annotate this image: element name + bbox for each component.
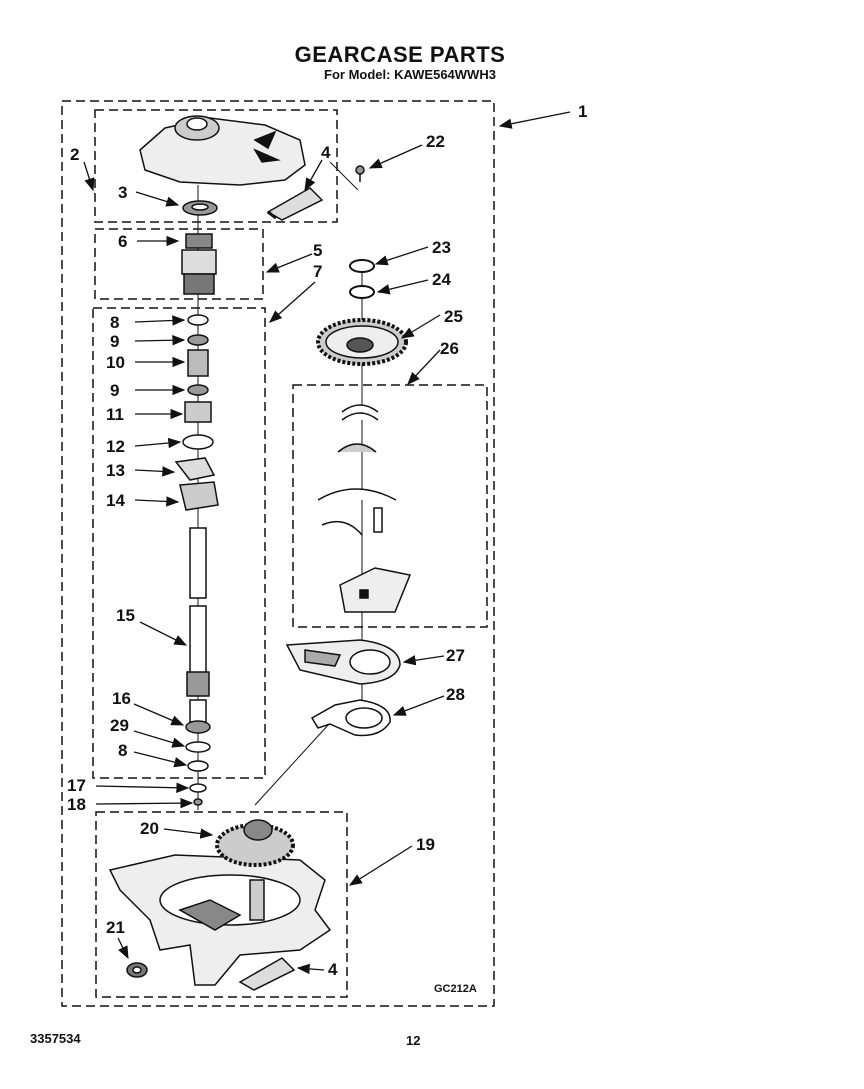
group-box-7 bbox=[92, 307, 266, 779]
callout-1: 1 bbox=[578, 102, 587, 121]
leader-12 bbox=[134, 437, 182, 449]
callout-9a: 9 bbox=[110, 332, 119, 351]
leader-23 bbox=[374, 246, 429, 266]
callout-10: 10 bbox=[106, 353, 125, 372]
bearing-part bbox=[182, 200, 218, 216]
lower-washers-parts bbox=[185, 720, 211, 806]
leader-17 bbox=[95, 782, 190, 793]
leader-20 bbox=[163, 828, 214, 839]
shift-fork-part bbox=[310, 699, 391, 737]
callout-14: 14 bbox=[106, 491, 125, 510]
washer-parts bbox=[349, 259, 375, 299]
lubricant-tube-lower-part bbox=[238, 957, 296, 991]
leader-4a bbox=[304, 159, 323, 192]
callout-8a: 8 bbox=[110, 313, 119, 332]
callout-26: 26 bbox=[440, 339, 459, 358]
group-box-2 bbox=[94, 109, 338, 223]
leader-8a bbox=[134, 315, 186, 326]
callout-7: 7 bbox=[313, 262, 322, 281]
group-box-26 bbox=[292, 384, 488, 628]
leader-1 bbox=[498, 111, 571, 129]
callout-27: 27 bbox=[446, 646, 465, 665]
callout-28: 28 bbox=[446, 685, 465, 704]
diagram-code: GC212A bbox=[434, 983, 477, 995]
leader-2 bbox=[83, 161, 95, 192]
doc-number: 3357534 bbox=[30, 1031, 81, 1046]
leader-28 bbox=[392, 695, 445, 716]
callout-9b: 9 bbox=[110, 381, 119, 400]
callout-20: 20 bbox=[140, 819, 159, 838]
page-number: 12 bbox=[406, 1033, 421, 1048]
callout-13: 13 bbox=[106, 461, 125, 480]
shifter-assembly-part bbox=[317, 404, 412, 613]
callout-12: 12 bbox=[106, 437, 125, 456]
callout-4a: 4 bbox=[321, 143, 331, 162]
leader-9a bbox=[134, 335, 186, 346]
leader-4b bbox=[296, 963, 325, 975]
callout-23: 23 bbox=[432, 238, 451, 257]
callout-19: 19 bbox=[416, 835, 435, 854]
gearcase-cover-part bbox=[139, 115, 306, 186]
group-box-5 bbox=[94, 228, 264, 300]
drive-gear-part bbox=[316, 318, 408, 366]
leader-27 bbox=[402, 655, 445, 666]
callout-4b: 4 bbox=[328, 960, 338, 979]
screw-part bbox=[355, 165, 365, 182]
callout-17: 17 bbox=[67, 776, 86, 795]
leader-29 bbox=[133, 730, 186, 748]
callout-6: 6 bbox=[118, 232, 127, 251]
gearcase-housing-part bbox=[108, 854, 332, 986]
leader-16 bbox=[133, 703, 185, 726]
callout-29: 29 bbox=[110, 716, 129, 735]
callout-24: 24 bbox=[432, 270, 451, 289]
callout-3: 3 bbox=[118, 183, 127, 202]
leader-25 bbox=[400, 314, 441, 339]
leader-22 bbox=[368, 144, 423, 169]
leader-24 bbox=[376, 279, 429, 295]
callout-21: 21 bbox=[106, 918, 125, 937]
leader-7 bbox=[269, 281, 316, 323]
callout-22: 22 bbox=[426, 132, 445, 151]
leader-26 bbox=[407, 349, 441, 385]
leader-13 bbox=[134, 466, 176, 477]
page-title: GEARCASE PARTS bbox=[294, 42, 506, 67]
leader-5 bbox=[265, 253, 313, 273]
seal-part bbox=[126, 962, 148, 978]
agitator-shaft-part bbox=[186, 527, 210, 723]
callout-16: 16 bbox=[112, 689, 131, 708]
leader-19 bbox=[348, 845, 413, 886]
callout-11: 11 bbox=[106, 405, 124, 424]
leader-8b bbox=[133, 751, 188, 768]
leader-21 bbox=[117, 937, 129, 960]
housing-gear-part bbox=[215, 819, 295, 867]
model-subtitle: For Model: KAWE564WWH3 bbox=[324, 67, 496, 82]
link-axis-line bbox=[254, 711, 341, 806]
screw-leader bbox=[329, 161, 359, 191]
lubricant-tube-part bbox=[266, 187, 324, 221]
callout-8b: 8 bbox=[118, 741, 127, 760]
group-box-19 bbox=[95, 811, 348, 998]
group-box-1 bbox=[61, 100, 495, 1007]
shaft-stack-parts bbox=[174, 314, 219, 511]
shift-lever-part bbox=[285, 639, 401, 685]
callout-25: 25 bbox=[444, 307, 463, 326]
leader-15 bbox=[139, 621, 188, 646]
callout-5: 5 bbox=[313, 241, 322, 260]
leader-18 bbox=[95, 797, 194, 809]
pinion-part bbox=[181, 233, 217, 295]
callout-15: 15 bbox=[116, 606, 135, 625]
callout-2: 2 bbox=[70, 145, 79, 164]
leader-3 bbox=[135, 191, 180, 207]
callout-18: 18 bbox=[67, 795, 86, 814]
leader-14 bbox=[134, 496, 180, 507]
